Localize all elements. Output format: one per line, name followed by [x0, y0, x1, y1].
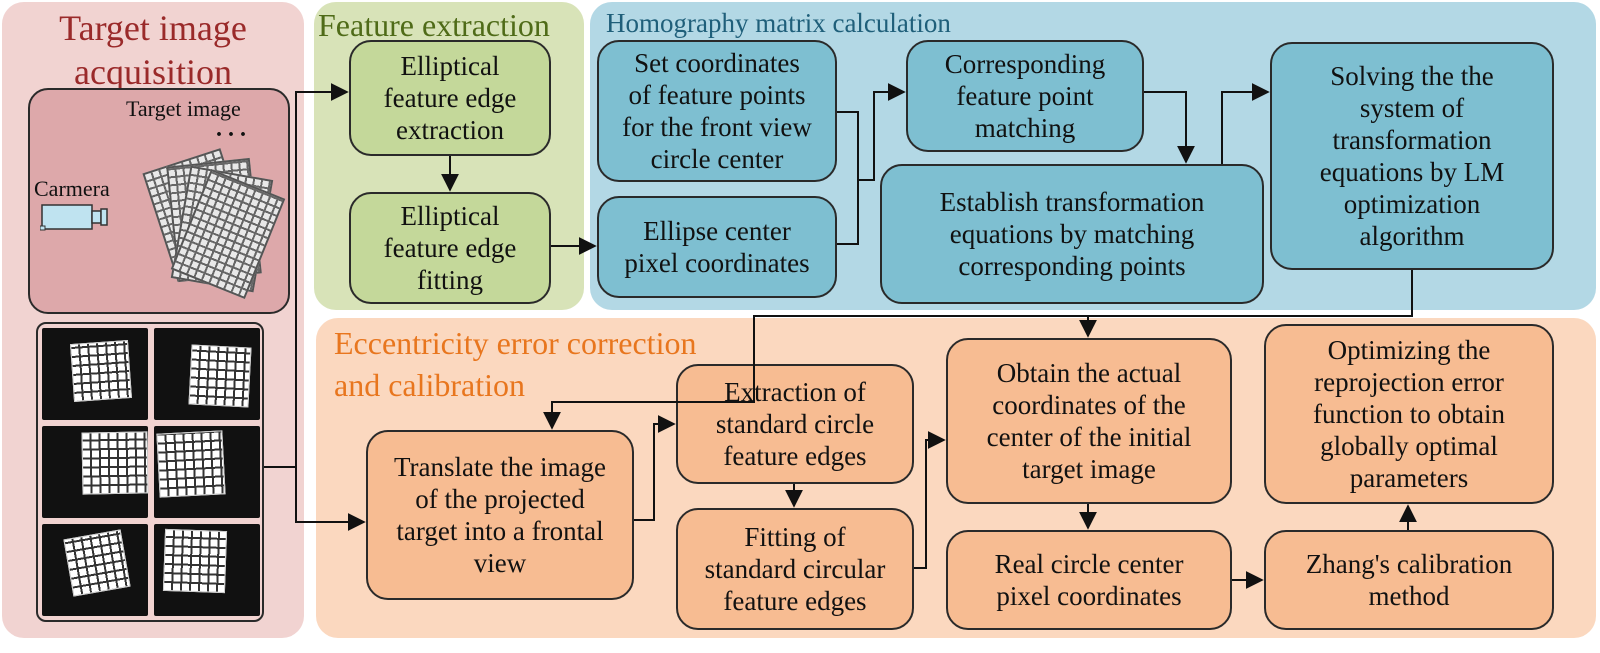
zhang-calibration-box: Zhang's calibration method — [1264, 530, 1554, 630]
solving-lm-label: Solving the the system of transformation… — [1319, 61, 1505, 251]
obtain-actual-coords-label: Obtain the actual coordinates of the cen… — [986, 358, 1192, 484]
fitting-circle-edges-label: Fitting of standard circular feature edg… — [704, 522, 886, 616]
arrow-to-translate — [295, 467, 366, 531]
target-image-ellipsis: . . . — [216, 116, 246, 142]
ellipse-center-label: Ellipse center pixel coordinates — [624, 216, 810, 278]
real-circle-center-label: Real circle center pixel coordinates — [994, 549, 1184, 611]
acquisition-title: Target image acquisition — [59, 8, 247, 92]
set-coordinates-label: Set coordinates of feature points for th… — [622, 48, 812, 174]
arrow-matching-to-establish — [1144, 91, 1195, 164]
solving-lm-box: Solving the the system of transformation… — [1270, 42, 1554, 270]
optimizing-reprojection-box: Optimizing the reprojection error functi… — [1264, 324, 1554, 504]
arrow-set-coords-to-matching — [837, 111, 859, 180]
eccentricity-title: Eccentricity error correction and calibr… — [334, 325, 697, 403]
camera-label: Carmera — [34, 176, 110, 201]
obtain-actual-coords-box: Obtain the actual coordinates of the cen… — [946, 338, 1232, 504]
elliptical-edge-extraction-box: Elliptical feature edge extraction — [349, 40, 551, 156]
corresponding-matching-label: Corresponding feature point matching — [944, 49, 1106, 143]
real-circle-center-box: Real circle center pixel coordinates — [946, 530, 1232, 630]
optimizing-reprojection-label: Optimizing the reprojection error functi… — [1313, 335, 1505, 493]
extraction-circle-edges-box: Extraction of standard circle feature ed… — [676, 364, 914, 484]
arrow-translate-to-extraction — [634, 415, 676, 521]
ellipse-center-box: Ellipse center pixel coordinates — [597, 196, 837, 298]
establish-equations-box: Establish transformation equations by ma… — [880, 164, 1264, 304]
homography-title: Homography matrix calculation — [606, 8, 951, 38]
corresponding-matching-box: Corresponding feature point matching — [906, 40, 1144, 152]
arrow-ellipse-center-to-matching — [837, 83, 906, 245]
arrow-fitting-to-obtain — [914, 431, 946, 569]
elliptical-edge-extraction-label: Elliptical feature edge extraction — [383, 51, 517, 145]
translate-frontal-label: Translate the image of the projected tar… — [394, 452, 606, 578]
calibration-photos-grid — [36, 322, 264, 622]
arrow-solving-to-eccentricity — [543, 270, 1413, 430]
camera-icon — [39, 202, 110, 232]
establish-equations-label: Establish transformation equations by ma… — [939, 187, 1205, 281]
extraction-circle-edges-label: Extraction of standard circle feature ed… — [715, 377, 875, 471]
elliptical-edge-fitting-box: Elliptical feature edge fitting — [349, 192, 551, 304]
translate-frontal-box: Translate the image of the projected tar… — [366, 430, 634, 600]
feature-extraction-title: Feature extraction — [318, 7, 550, 43]
target-image-label: Target image — [126, 96, 241, 121]
arrow-establish-to-solving — [1221, 83, 1270, 164]
zhang-calibration-label: Zhang's calibration method — [1305, 549, 1513, 611]
arrow-to-edge-extraction — [264, 83, 349, 468]
elliptical-edge-fitting-label: Elliptical feature edge fitting — [383, 201, 517, 295]
fitting-circle-edges-box: Fitting of standard circular feature edg… — [676, 508, 914, 630]
set-coordinates-box: Set coordinates of feature points for th… — [597, 40, 837, 182]
